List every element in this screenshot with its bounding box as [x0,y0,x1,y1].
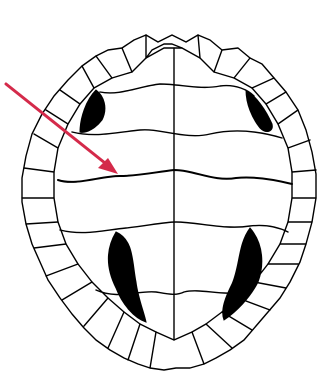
carapace-diagram [0,0,329,374]
